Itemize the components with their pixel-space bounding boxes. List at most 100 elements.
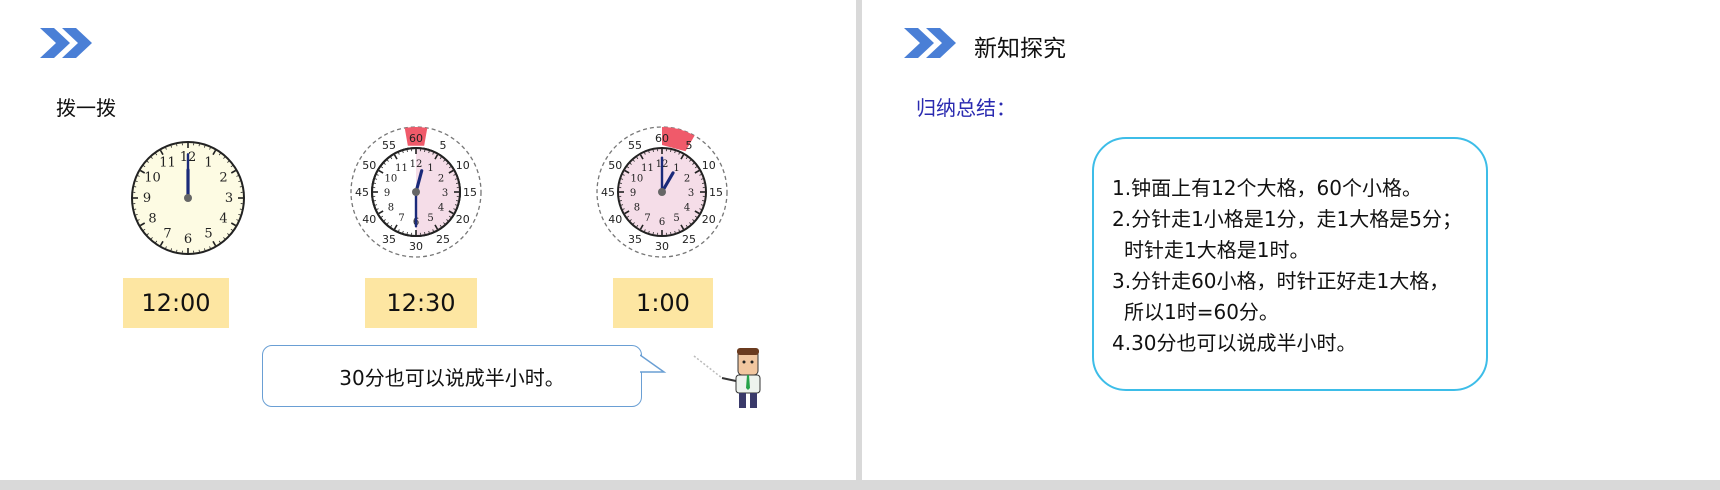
tick	[380, 166, 384, 169]
minute-mark-label: 45	[601, 186, 615, 199]
teacher-figure-icon	[693, 348, 761, 408]
minute-mark-label: 40	[362, 213, 376, 226]
highlight-sector	[662, 127, 695, 152]
tick	[135, 213, 138, 216]
tick	[212, 240, 217, 247]
hour-numeral: 6	[184, 232, 192, 247]
minute-mark-label: 40	[608, 213, 622, 226]
hour-numeral: 9	[630, 188, 636, 199]
tick	[622, 208, 625, 210]
tick	[238, 213, 241, 216]
hour-numeral: 4	[438, 203, 444, 214]
tick	[626, 215, 630, 218]
tick	[143, 228, 146, 231]
tick	[434, 154, 439, 160]
tick	[699, 174, 702, 176]
hour-numeral: 1	[427, 163, 433, 174]
tick	[632, 222, 635, 225]
hour-numeral: 7	[398, 213, 404, 224]
tick	[150, 156, 153, 159]
tick	[448, 215, 452, 218]
speech-bubble: 30分也可以说成半小时。	[262, 345, 642, 407]
summary-line-5: 所以1时=60分。	[1124, 300, 1279, 324]
minute-mark-label: 10	[702, 159, 716, 172]
tick	[135, 180, 138, 183]
speech-bubble-tail	[640, 354, 667, 373]
tick	[209, 246, 211, 249]
tick	[238, 180, 241, 183]
minute-mark-label: 25	[436, 233, 450, 246]
hour-numeral: 11	[395, 163, 408, 174]
tick	[694, 169, 700, 174]
tick	[626, 166, 630, 169]
tick	[448, 169, 454, 174]
tick	[146, 233, 149, 236]
hour-numeral: 4	[684, 203, 690, 214]
hour-numeral: 1	[204, 155, 212, 170]
tick	[453, 208, 456, 210]
tick	[454, 178, 458, 180]
chevron-icon	[904, 28, 956, 58]
tick	[432, 229, 434, 232]
tick	[393, 154, 398, 160]
tick	[624, 210, 630, 215]
tick	[639, 154, 644, 160]
minute-mark-label: 10	[456, 159, 470, 172]
summary-line-6: 4.30分也可以说成半小时。	[1112, 331, 1357, 355]
tick	[448, 210, 454, 215]
tick	[212, 149, 217, 156]
tick	[137, 175, 140, 177]
tick	[694, 166, 698, 169]
tick	[402, 230, 404, 234]
minute-mark-label: 20	[456, 213, 470, 226]
minute-mark-label: 15	[709, 186, 723, 199]
tick	[678, 152, 680, 155]
hour-numeral: 5	[673, 213, 679, 224]
center-pin	[412, 188, 420, 196]
hour-numeral: 2	[684, 174, 690, 185]
tick	[639, 224, 644, 230]
tick	[227, 160, 230, 163]
tick	[223, 237, 226, 240]
tick	[203, 145, 206, 148]
hour-numeral: 10	[144, 171, 161, 186]
tick	[227, 233, 230, 236]
hour-numeral: 9	[384, 188, 390, 199]
time-label-12-00: 12:00	[123, 278, 229, 328]
tick	[648, 230, 650, 234]
clock-rim	[371, 147, 461, 237]
tick	[383, 162, 386, 165]
tick	[629, 219, 632, 222]
tick	[223, 156, 226, 159]
tick	[159, 149, 164, 156]
tick	[378, 210, 384, 215]
tick	[434, 224, 439, 230]
hour-numeral: 10	[385, 174, 398, 185]
outer-minute-ring	[596, 126, 728, 258]
tick	[378, 169, 384, 174]
hour-numeral: 8	[634, 203, 640, 214]
tick	[218, 240, 221, 243]
tick	[694, 215, 698, 218]
minute-mark-label: 35	[382, 233, 396, 246]
hour-numeral: 6	[659, 217, 665, 228]
tick	[380, 215, 384, 218]
tick	[644, 152, 646, 155]
tick	[443, 159, 446, 162]
tick	[622, 174, 625, 176]
tick	[700, 204, 704, 206]
tick	[230, 228, 233, 231]
minute-mark-label: 25	[682, 233, 696, 246]
minute-mark-label: 5	[440, 139, 447, 152]
tick	[165, 246, 167, 249]
tick	[165, 147, 167, 150]
time-label-12-30: 12:30	[365, 278, 477, 328]
minute-mark-label: 5	[686, 139, 693, 152]
left-slide: 拨一拨 121234567891011 51015202530354045505…	[0, 0, 856, 480]
minute-mark-label: 20	[702, 213, 716, 226]
tick	[648, 150, 650, 154]
tick	[685, 224, 688, 228]
tick	[376, 208, 379, 210]
tick	[699, 208, 702, 210]
section-title: 新知探究	[974, 36, 1066, 62]
